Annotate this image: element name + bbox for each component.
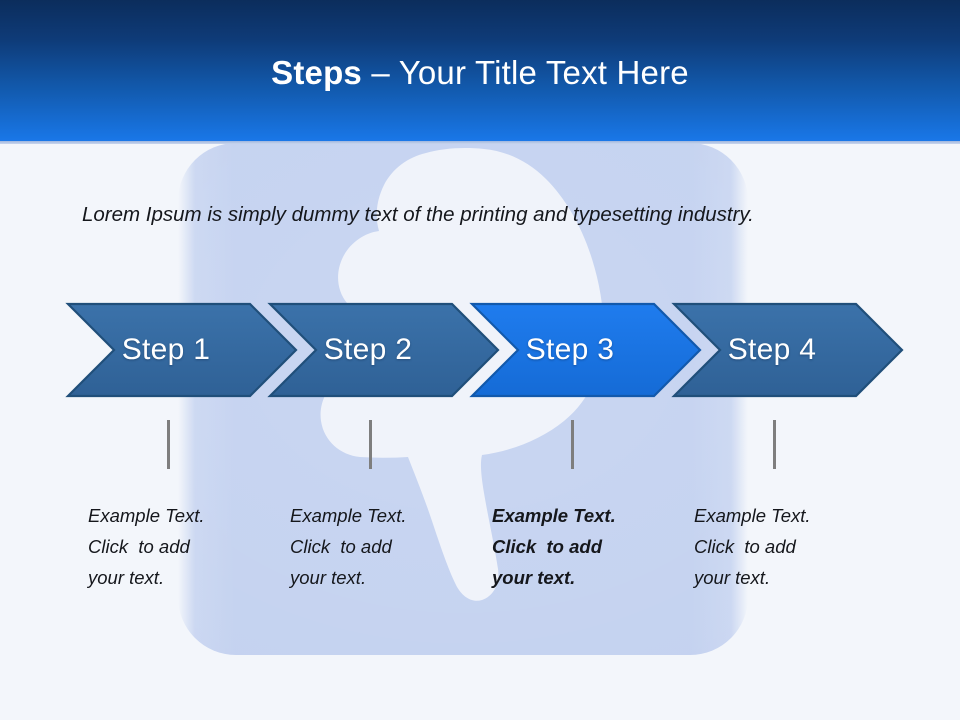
step-caption-2[interactable]: Example Text. Click to add your text.	[290, 500, 458, 593]
step-caption-3-line-2: Click to add	[492, 536, 602, 557]
step-caption-1-line-1: Example Text.	[88, 505, 205, 526]
connector-tick-1	[167, 420, 170, 469]
connector-tick-2	[369, 420, 372, 469]
step-caption-4-line-2: Click to add	[694, 536, 796, 557]
step-caption-1[interactable]: Example Text. Click to add your text.	[88, 500, 256, 593]
slide-header-bar	[0, 0, 960, 141]
page-title-rest: – Your Title Text Here	[362, 54, 689, 91]
step-caption-2-line-2: Click to add	[290, 536, 392, 557]
step-caption-2-line-3: your text.	[290, 567, 367, 588]
step-chevron-2[interactable]: Step 2	[267, 302, 500, 398]
page-title-bold: Steps	[271, 54, 362, 91]
step-caption-3-line-3: your text.	[492, 567, 576, 588]
step-chevron-row: Step 1 Step 2	[0, 302, 960, 400]
lead-paragraph: Lorem Ipsum is simply dummy text of the …	[82, 203, 754, 226]
step-caption-4[interactable]: Example Text. Click to add your text.	[694, 500, 862, 593]
step-caption-3[interactable]: Example Text. Click to add your text.	[492, 500, 660, 593]
step-caption-3-line-1: Example Text.	[492, 505, 616, 526]
header-underline	[0, 141, 960, 144]
connector-tick-3	[571, 420, 574, 469]
step-chevron-3[interactable]: Step 3	[469, 302, 702, 398]
step-caption-2-line-1: Example Text.	[290, 505, 407, 526]
step-caption-4-line-3: your text.	[694, 567, 771, 588]
step-chevron-4[interactable]: Step 4	[671, 302, 904, 398]
step-chevron-1[interactable]: Step 1	[65, 302, 298, 398]
step-caption-1-line-2: Click to add	[88, 536, 190, 557]
step-caption-1-line-3: your text.	[88, 567, 165, 588]
step-caption-4-line-1: Example Text.	[694, 505, 811, 526]
connector-tick-4	[773, 420, 776, 469]
page-title: Steps – Your Title Text Here	[0, 53, 960, 93]
